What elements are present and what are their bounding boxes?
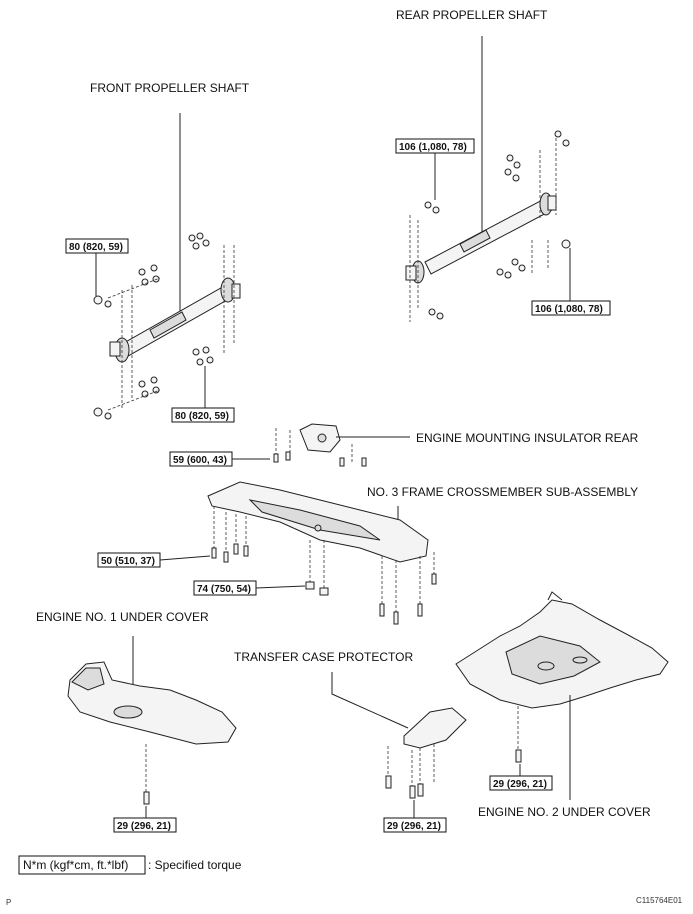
engine-no2-under-cover-label: ENGINE NO. 2 UNDER COVER: [478, 805, 651, 819]
legend-unit-box-text: N*m (kgf*cm, ft.*lbf): [23, 858, 128, 872]
crossmember-bolts: [211, 543, 437, 625]
rear-shaft-bolts-upper: [409, 130, 570, 322]
page-mark: P: [6, 898, 11, 907]
torque-crossmember-left: 50 (510, 37): [97, 552, 211, 568]
rear-propeller-shaft-label: REAR PROPELLER SHAFT: [396, 8, 548, 22]
torque-no1-cover: 29 (296, 21): [113, 806, 177, 833]
engine-no2-under-cover: [455, 591, 669, 763]
transfer-case-protector: [385, 707, 467, 799]
front-shaft-bolts: [93, 232, 235, 420]
torque-front-left: 80 (820, 59): [65, 238, 129, 296]
torque-crossmember-left-text: 50 (510, 37): [101, 556, 155, 567]
torque-rear-top: 106 (1,080, 78): [395, 138, 475, 200]
torque-protector-text: 29 (296, 21): [387, 821, 441, 832]
torque-front-right: 80 (820, 59): [171, 366, 235, 423]
torque-crossmember-nut-text: 74 (750, 54): [197, 584, 251, 595]
no3-frame-crossmember-label: NO. 3 FRAME CROSSMEMBER SUB-ASSEMBLY: [367, 485, 638, 499]
front-propeller-shaft: [109, 277, 241, 363]
torque-legend: N*m (kgf*cm, ft.*lbf) : Specified torque: [18, 855, 242, 875]
torque-front-left-text: 80 (820, 59): [69, 242, 123, 253]
torque-insulator: 59 (600, 43): [169, 451, 270, 467]
protector-leader-line: [331, 672, 409, 729]
torque-front-right-text: 80 (820, 59): [175, 411, 229, 422]
torque-insulator-text: 59 (600, 43): [173, 455, 227, 466]
torque-no2-cover-text: 29 (296, 21): [493, 779, 547, 790]
torque-rear-bottom: 106 (1,080, 78): [531, 248, 611, 316]
engine-mounting-insulator-rear: [273, 423, 367, 467]
transfer-case-protector-label: TRANSFER CASE PROTECTOR: [234, 650, 413, 664]
engine-mounting-insulator-rear-label: ENGINE MOUNTING INSULATOR REAR: [416, 431, 639, 445]
torque-crossmember-nut: 74 (750, 54): [193, 580, 306, 596]
torque-rear-bottom-text: 106 (1,080, 78): [535, 304, 603, 315]
torque-rear-top-text: 106 (1,080, 78): [399, 142, 467, 153]
engine-no1-under-cover-label: ENGINE NO. 1 UNDER COVER: [36, 610, 209, 624]
torque-no1-cover-text: 29 (296, 21): [117, 821, 171, 832]
legend-text: : Specified torque: [148, 858, 242, 872]
torque-protector: 29 (296, 21): [383, 800, 447, 833]
front-propeller-shaft-label: FRONT PROPELLER SHAFT: [90, 81, 250, 95]
no3-frame-crossmember: [207, 481, 435, 612]
torque-no2-cover: 29 (296, 21): [489, 764, 553, 791]
figure-code: C115764E01: [636, 896, 683, 905]
rear-propeller-shaft: [405, 192, 557, 284]
rear-shaft-bolts-lower: [428, 239, 571, 320]
engine-no1-under-cover: [67, 661, 237, 805]
